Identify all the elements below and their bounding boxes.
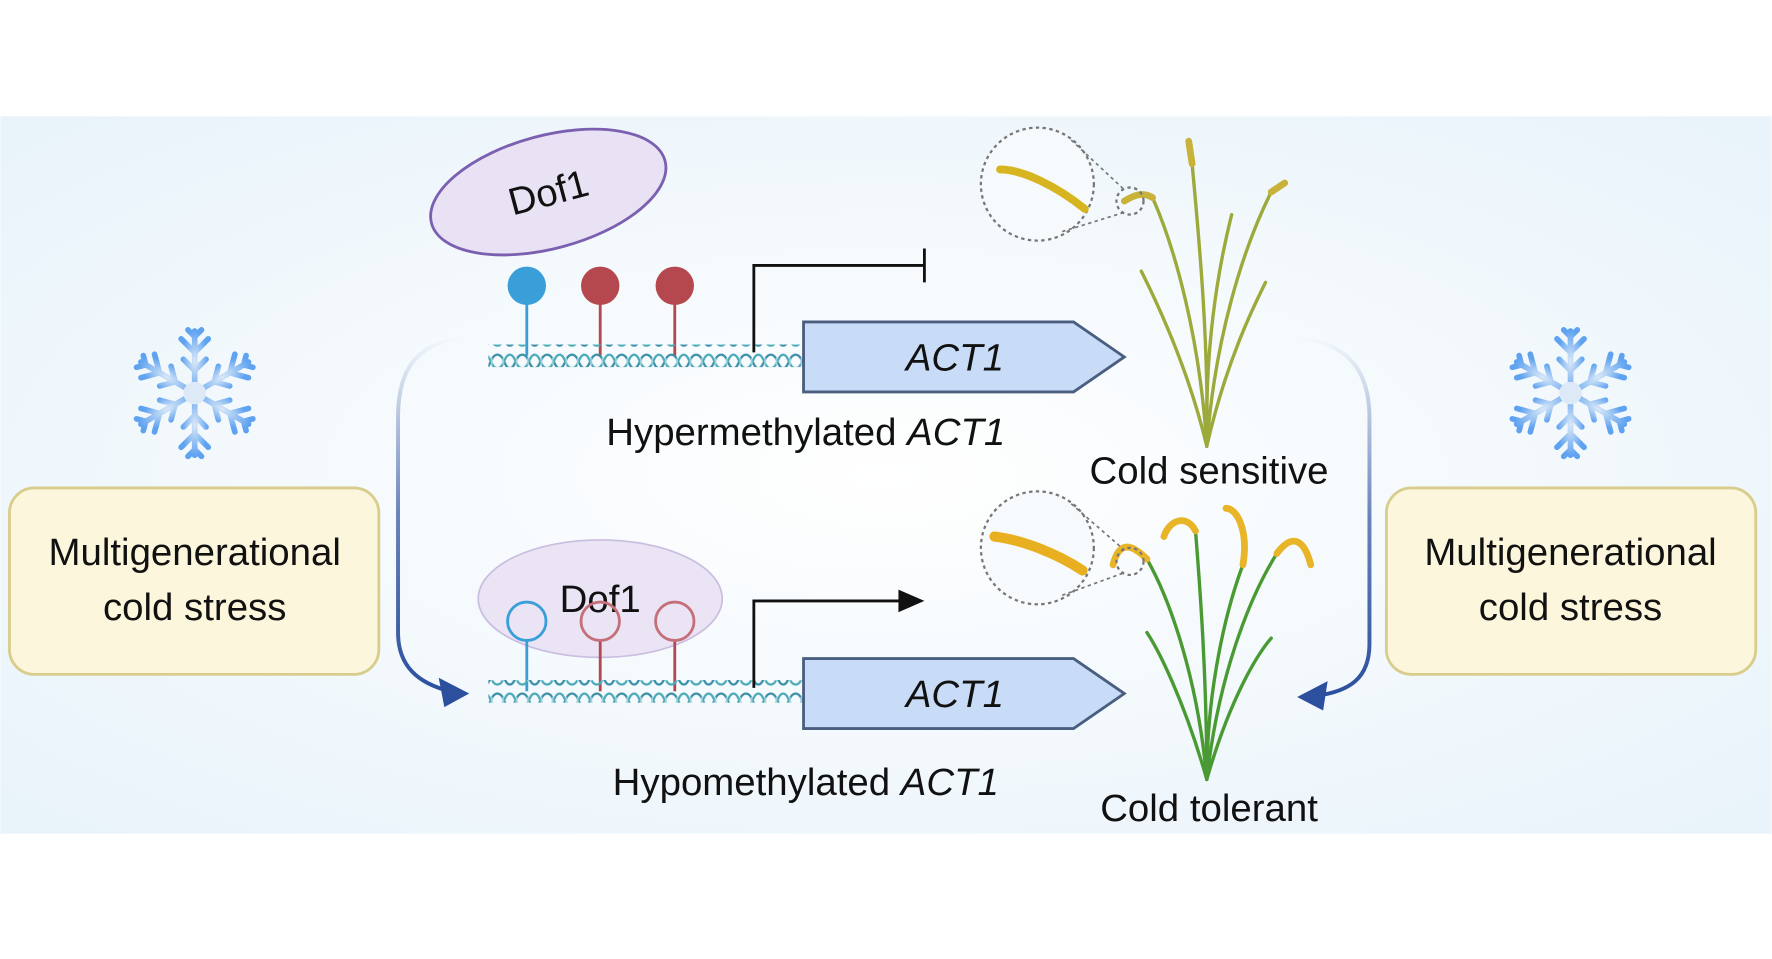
methyl-mark-blue [507, 266, 547, 305]
dof1-protein: Dof1 [429, 127, 668, 257]
gene-label: ACT1 [904, 673, 1004, 716]
left-condition-box: Multigenerational cold stress [8, 486, 381, 676]
right-condition-box: Multigenerational cold stress [1384, 486, 1758, 676]
repression-arrow [752, 248, 926, 353]
construct-label: Hypermethylated ACT1 [606, 411, 1005, 454]
dna-strand [488, 679, 805, 703]
gene-label: ACT1 [904, 336, 1004, 379]
box-text-line2: cold stress [103, 586, 286, 629]
dof1-protein: Dof1 [477, 539, 724, 659]
hypomethylated-construct: Dof1 ACT1 Hypomethylated ACT1 [477, 539, 1127, 804]
methylation-marks [507, 266, 694, 356]
hypermethylated-construct: Dof1 ACT1 Hypermethylated ACT1 [429, 127, 1127, 454]
box-text-line2: cold stress [1479, 586, 1662, 629]
methyl-mark-red [581, 266, 620, 305]
activation-arrow [752, 599, 905, 688]
phenotype-label: Cold sensitive [1090, 449, 1329, 492]
magnifier-icon [979, 126, 1145, 242]
rice-plant-icon [1109, 504, 1315, 782]
phenotype-label: Cold tolerant [1100, 787, 1318, 830]
protein-label: Dof1 [560, 578, 641, 621]
construct-label: Hypomethylated ACT1 [613, 761, 999, 804]
dna-strand [488, 344, 805, 368]
methyl-mark-red [655, 266, 694, 305]
right-transition-arrow [1297, 334, 1372, 711]
left-transition-arrow [396, 334, 470, 708]
magnifier-icon [979, 490, 1145, 606]
act1-gene: ACT1 [802, 320, 1127, 394]
box-text-line1: Multigenerational [1424, 531, 1716, 574]
act1-gene: ACT1 [802, 657, 1127, 730]
rice-plant-icon [1120, 137, 1289, 448]
box-text-line1: Multigenerational [49, 531, 341, 574]
